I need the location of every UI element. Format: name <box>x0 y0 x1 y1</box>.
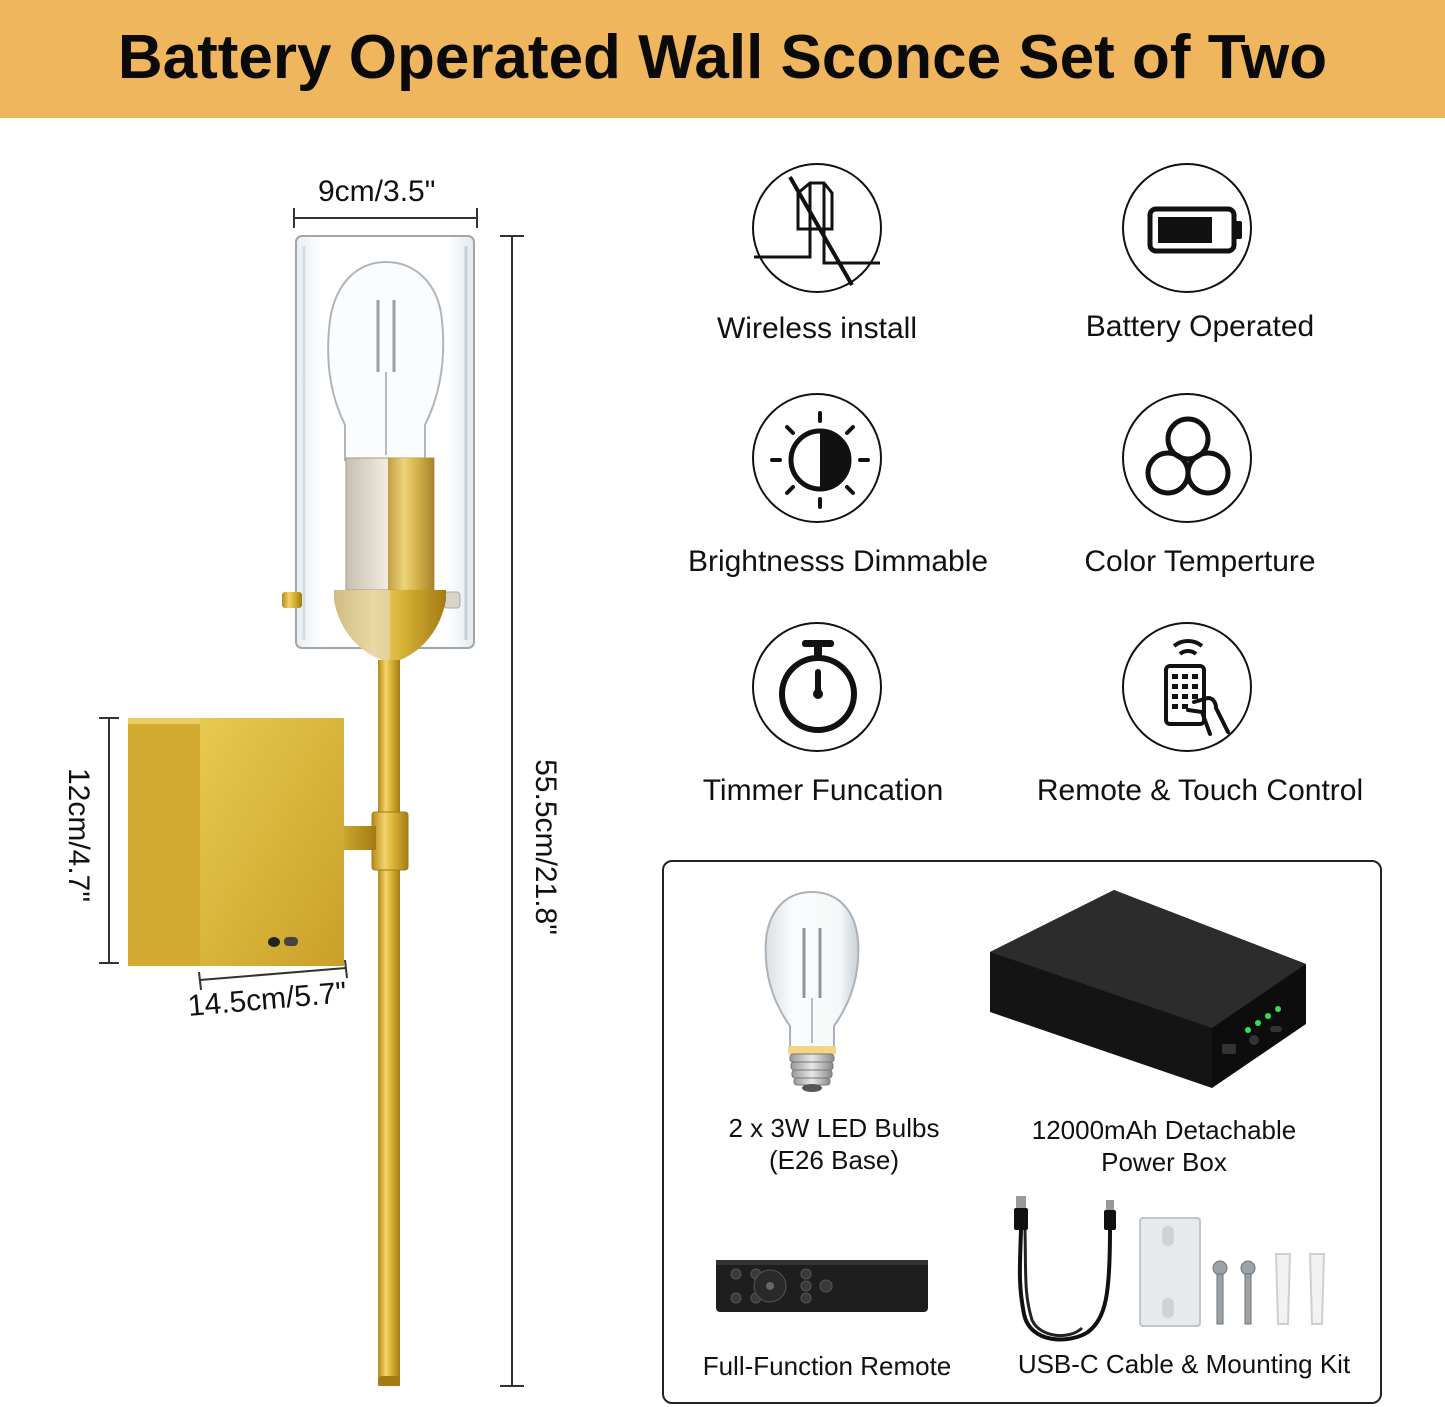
power-box-label: 12000mAh Detachable Power Box <box>1004 1114 1324 1178</box>
package-contents-box: 2 x 3W LED Bulbs (E26 Base) 12000mAh Det… <box>662 860 1382 1404</box>
feature-label-dimmable: Brightnesss Dimmable <box>687 545 989 578</box>
dimension-width-top: 9cm/3.5" <box>318 175 436 208</box>
mounting-kit-image <box>1139 1217 1326 1327</box>
power-box-image <box>990 890 1306 1088</box>
brightness-icon <box>752 393 882 523</box>
wall-mount-box <box>128 718 200 966</box>
width-top-dimension-line <box>293 208 478 228</box>
height-total-dimension-line <box>500 235 524 1387</box>
battery-icon <box>1122 163 1252 293</box>
usb-cable-kit-label: USB-C Cable & Mounting Kit <box>1017 1349 1351 1379</box>
remote-label: Full-Function Remote <box>702 1351 952 1381</box>
page-title: Battery Operated Wall Sconce Set of Two <box>117 23 1328 92</box>
feature-label-timer: Timmer Funcation <box>702 774 944 807</box>
led-bulb-in-shade <box>327 260 445 461</box>
bulbs-label-line2: (E26 Base) <box>768 1145 900 1175</box>
bulbs-label-line1: 2 x 3W LED Bulbs <box>728 1113 940 1143</box>
feature-label-battery: Battery Operated <box>1085 310 1315 343</box>
feature-label-remote-touch: Remote & Touch Control <box>1036 774 1364 807</box>
power-box-label-line2: Power Box <box>1101 1147 1227 1177</box>
usb-cable-image <box>1014 1196 1116 1342</box>
brass-rod <box>378 660 400 1386</box>
power-box-label-line1: 12000mAh Detachable <box>1031 1115 1297 1145</box>
title-banner: Battery Operated Wall Sconce Set of Two <box>0 0 1445 118</box>
remote-control-image <box>716 1260 928 1312</box>
color-circles-icon <box>1122 393 1252 523</box>
remote-hand-icon <box>1122 622 1252 752</box>
feature-label-color: Color Temperture <box>1084 545 1316 578</box>
height-base-dimension-line <box>99 717 119 964</box>
dimension-height-total: 55.5cm/21.8" <box>529 759 562 935</box>
sconce-illustration <box>99 208 524 1387</box>
feature-label-wireless: Wireless install <box>716 312 918 345</box>
bulbs-label: 2 x 3W LED Bulbs (E26 Base) <box>694 1112 974 1176</box>
led-bulb-image <box>764 890 860 1092</box>
no-wire-icon <box>752 163 882 293</box>
dimension-height-base: 12cm/4.7" <box>62 767 95 903</box>
width-base-dimension-line <box>198 959 348 991</box>
stopwatch-icon <box>752 622 882 752</box>
